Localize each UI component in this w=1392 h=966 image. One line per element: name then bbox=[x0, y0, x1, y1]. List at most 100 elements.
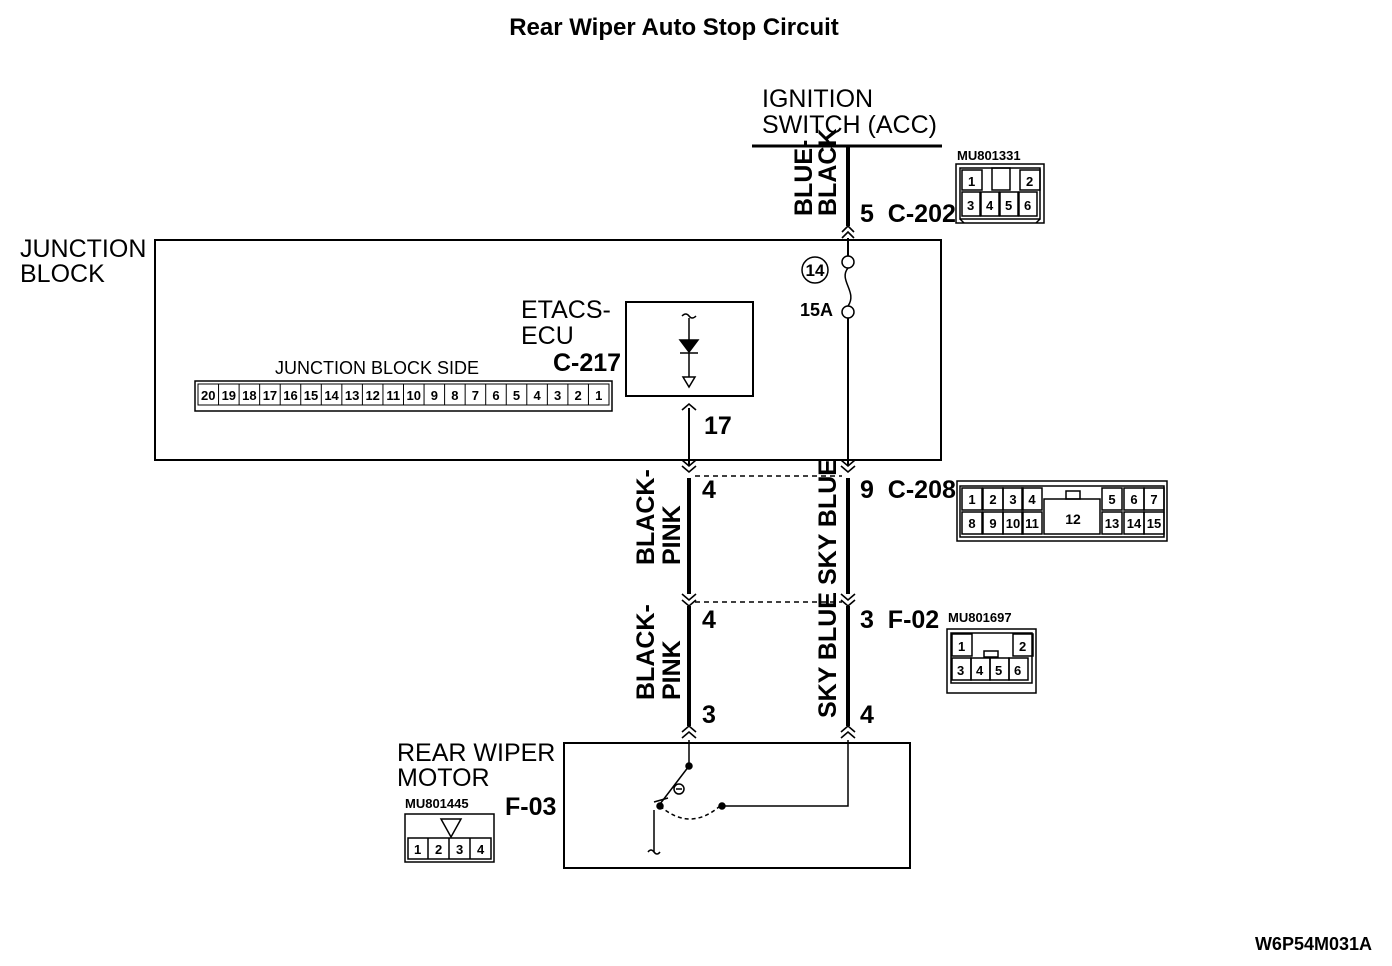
etacs-ecu-box bbox=[625, 301, 754, 397]
jb-pin-label: 11 bbox=[386, 388, 400, 403]
junction-block-label-1: JUNCTION bbox=[20, 235, 146, 263]
svg-text:4: 4 bbox=[976, 663, 984, 678]
c202-connector bbox=[955, 163, 1045, 224]
jb-pin-label: 2 bbox=[575, 388, 582, 403]
jb-pin-label: 7 bbox=[472, 388, 479, 403]
f03-pin-4: 4 bbox=[860, 701, 874, 729]
svg-text:1: 1 bbox=[414, 842, 421, 857]
motor-label-1: REAR WIPER bbox=[397, 739, 555, 767]
fuse-rating: 15A bbox=[800, 300, 833, 320]
c208-pin-label: 2 bbox=[989, 492, 996, 507]
wire-label-sky-blue-2: SKY BLUE bbox=[814, 592, 842, 718]
wire-label-black-pink-2: BLACK- PINK bbox=[632, 604, 686, 700]
jb-pin-label: 15 bbox=[304, 388, 318, 403]
svg-text:1: 1 bbox=[958, 639, 965, 654]
c208-pin-label: 15 bbox=[1147, 516, 1161, 531]
jb-pin-label: 4 bbox=[533, 388, 541, 403]
svg-text:5: 5 bbox=[1005, 198, 1012, 213]
c208-pin-label: 9 bbox=[989, 516, 996, 531]
svg-text:PINK: PINK bbox=[658, 505, 686, 565]
svg-text:BLACK-: BLACK- bbox=[632, 469, 660, 565]
svg-text:14: 14 bbox=[806, 261, 825, 280]
svg-text:4: 4 bbox=[477, 842, 485, 857]
c208-left-pin: 4 bbox=[702, 476, 716, 504]
fuse-14: 14 15A bbox=[800, 255, 855, 320]
wire-label-blue-black: BLUE- BLACK bbox=[790, 129, 842, 217]
jb-pin-label: 3 bbox=[554, 388, 561, 403]
f03-pin-labels: 1 2 3 4 bbox=[414, 842, 485, 857]
c208-pin-label: 14 bbox=[1127, 516, 1142, 531]
f03-pin-3: 3 bbox=[702, 701, 716, 729]
connector-chevrons bbox=[681, 224, 856, 739]
c202-pin-labels: 1 2 3 4 5 6 bbox=[967, 174, 1033, 213]
etacs-label-2: ECU bbox=[521, 322, 574, 350]
c208-pin-label: 10 bbox=[1006, 516, 1020, 531]
jb-pin-label: 18 bbox=[242, 388, 256, 403]
svg-text:SKY BLUE: SKY BLUE bbox=[814, 592, 842, 718]
wire-label-black-pink-1: BLACK- PINK bbox=[632, 469, 686, 565]
svg-text:12: 12 bbox=[1065, 511, 1081, 527]
c202-part-number: MU801331 bbox=[957, 148, 1021, 163]
jb-pin-label: 1 bbox=[595, 388, 602, 403]
etacs-pin-17: 17 bbox=[704, 412, 732, 440]
c208-pin-label: 6 bbox=[1130, 492, 1137, 507]
motor-internal-switch bbox=[647, 740, 849, 855]
c208-pin-label: 5 bbox=[1108, 492, 1115, 507]
motor-label-2: MOTOR bbox=[397, 764, 490, 792]
jb-pin-label: 13 bbox=[345, 388, 359, 403]
f02-left-pin: 4 bbox=[702, 606, 716, 634]
svg-text:3: 3 bbox=[967, 198, 974, 213]
diagram-title: Rear Wiper Auto Stop Circuit bbox=[509, 14, 839, 41]
c208-pin-label: 3 bbox=[1009, 492, 1016, 507]
svg-text:5: 5 bbox=[995, 663, 1002, 678]
svg-text:BLACK: BLACK bbox=[814, 129, 842, 217]
jb-pin-label: 20 bbox=[201, 388, 215, 403]
jb-pin-label: 8 bbox=[451, 388, 458, 403]
svg-text:BLUE-: BLUE- bbox=[790, 140, 818, 216]
svg-text:2: 2 bbox=[1026, 174, 1033, 189]
f02-part-number: MU801697 bbox=[948, 610, 1012, 625]
c208-pin-label: 8 bbox=[968, 516, 975, 531]
jb-pin-label: 10 bbox=[407, 388, 421, 403]
etacs-label-1: ETACS- bbox=[521, 296, 611, 324]
svg-text:SKY BLUE: SKY BLUE bbox=[814, 459, 842, 585]
svg-text:6: 6 bbox=[1014, 663, 1021, 678]
c208-pin-label: 4 bbox=[1028, 492, 1036, 507]
jb-pin-label: 5 bbox=[513, 388, 520, 403]
c208-pin-label: 13 bbox=[1105, 516, 1119, 531]
jb-pin-label: 9 bbox=[431, 388, 438, 403]
etacs-connector-label: C-217 bbox=[553, 349, 621, 377]
jb-pin-label: 6 bbox=[492, 388, 499, 403]
svg-text:2: 2 bbox=[435, 842, 442, 857]
junction-block-side-label: JUNCTION BLOCK SIDE bbox=[275, 358, 479, 378]
svg-text:3: 3 bbox=[456, 842, 463, 857]
c208-pin-label: 1 bbox=[968, 492, 975, 507]
svg-text:6: 6 bbox=[1024, 198, 1031, 213]
c208-connector bbox=[956, 480, 1168, 542]
svg-text:2: 2 bbox=[1019, 639, 1026, 654]
etacs-internal-diode bbox=[678, 313, 700, 389]
ignition-switch-label-1: IGNITION bbox=[762, 85, 873, 113]
svg-text:PINK: PINK bbox=[658, 640, 686, 700]
jb-pin-label: 16 bbox=[283, 388, 297, 403]
jb-pin-label: 12 bbox=[365, 388, 379, 403]
ignition-switch-label-2: SWITCH (ACC) bbox=[762, 111, 937, 139]
svg-text:BLACK-: BLACK- bbox=[632, 604, 660, 700]
jb-pin-label: 17 bbox=[263, 388, 277, 403]
f02-pin-labels: 1 2 3 4 5 6 bbox=[957, 639, 1026, 678]
f03-connector bbox=[404, 813, 495, 863]
image-code: W6P54M031A bbox=[1255, 934, 1372, 954]
f03-part-number: MU801445 bbox=[405, 796, 469, 811]
f03-label: F-03 bbox=[505, 793, 556, 821]
c208-pin-label: 7 bbox=[1150, 492, 1157, 507]
wire-label-sky-blue-1: SKY BLUE bbox=[814, 459, 842, 585]
f02-connector bbox=[946, 628, 1037, 694]
svg-text:1: 1 bbox=[968, 174, 975, 189]
junction-block-label-2: BLOCK bbox=[20, 260, 105, 288]
f02-label: 3 F-02 bbox=[860, 606, 939, 634]
c202-label: 5 C-202 bbox=[860, 200, 956, 228]
jb-pin-label: 14 bbox=[324, 388, 339, 403]
